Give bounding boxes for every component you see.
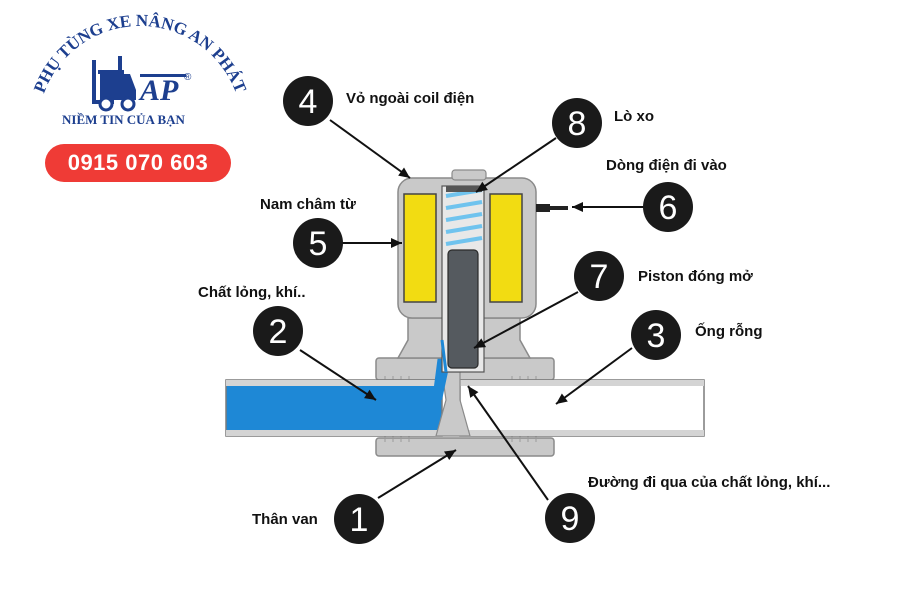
label-7: Piston đóng mở (638, 268, 753, 285)
arrow-1 (377, 449, 457, 499)
callout-arrows (299, 119, 644, 501)
callout-number-7: 7 (590, 258, 609, 296)
arrowhead-5 (391, 238, 402, 248)
arrowhead-3 (556, 393, 568, 404)
label-8: Lò xo (614, 108, 654, 125)
callout-badge-8 (552, 98, 602, 148)
callout-badge-3 (631, 310, 681, 360)
label-6: Dòng điện đi vào (606, 157, 727, 174)
arrowhead-4 (398, 167, 410, 178)
callout-number-6: 6 (659, 189, 678, 227)
callout-number-5: 5 (309, 225, 328, 263)
label-4: Vỏ ngoài coil điện (346, 90, 475, 107)
callout-badge-6 (643, 182, 693, 232)
label-9: Đường đi qua của chất lỏng, khí... (588, 474, 831, 491)
callout-number-3: 3 (647, 317, 666, 355)
arrow-8 (475, 137, 557, 193)
spring (445, 188, 483, 246)
brand-logo: PHỤ TÙNG XE NÂNG AN PHÁT AP ® (30, 11, 250, 112)
callout-badge-9 (545, 493, 595, 543)
callout-badge-1 (334, 494, 384, 544)
callout-badges: 1 2 3 4 5 6 7 8 9 (253, 76, 693, 544)
arrow-7 (473, 291, 579, 349)
callout-badge-7 (574, 251, 624, 301)
piston (447, 249, 479, 369)
callout-badge-4 (283, 76, 333, 126)
arrow-3 (555, 347, 633, 405)
arrow-4 (329, 119, 411, 179)
arrow-9 (467, 385, 549, 501)
magnet-left (403, 193, 437, 303)
callout-number-9: 9 (561, 500, 580, 538)
arrowhead-1 (444, 450, 456, 461)
callout-number-2: 2 (269, 313, 288, 351)
brand-tagline: NIỀM TIN CỦA BẠN (62, 112, 185, 127)
arrowhead-2 (364, 389, 376, 400)
callout-badge-5 (293, 218, 343, 268)
callout-badge-2 (253, 306, 303, 356)
arrowhead-6 (572, 202, 583, 212)
arrowhead-8 (476, 181, 488, 192)
valve-body (225, 169, 705, 457)
phone-number: 0915 070 603 (45, 144, 231, 182)
magnet-right (489, 193, 523, 303)
arrowhead-9 (468, 386, 479, 398)
callout-number-1: 1 (350, 501, 369, 539)
label-3: Ống rỗng (695, 323, 763, 340)
callout-number-8: 8 (568, 105, 587, 143)
registered-mark: ® (184, 72, 192, 83)
logo-letters: AP (138, 74, 179, 107)
label-1: Thân van (252, 511, 318, 528)
label-2: Chất lỏng, khí.. (198, 284, 306, 301)
label-5: Nam châm từ (260, 196, 356, 213)
forklift-icon (92, 56, 136, 112)
arrow-2 (299, 349, 377, 401)
callout-number-4: 4 (299, 83, 318, 121)
arrowhead-7 (474, 338, 487, 348)
